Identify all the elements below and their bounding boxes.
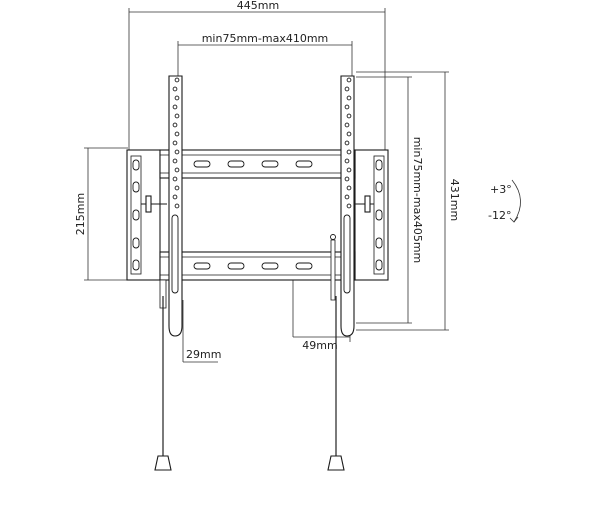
wall-plate xyxy=(126,149,389,281)
right-vertical-arm xyxy=(330,75,355,337)
tilt-arc-icon xyxy=(511,179,521,223)
left-safety-cord xyxy=(154,296,172,471)
overall-width-label: 445mm xyxy=(237,0,279,12)
left-pull-tab-icon xyxy=(154,455,172,471)
tilt-arrowhead-icon xyxy=(509,216,519,223)
plate-height-dimension: 215mm xyxy=(74,147,128,281)
arm-width-dimension: 29mm xyxy=(182,300,221,363)
vesa-vertical-dimension: min75mm-max405mm xyxy=(356,76,424,324)
vesa-horizontal-dimension: min75mm-max410mm xyxy=(177,32,353,78)
left-tilt-knob xyxy=(141,195,167,213)
overall-height-dimension: 431mm xyxy=(356,71,461,331)
overall-height-label: 431mm xyxy=(448,179,461,221)
vesa-horizontal-label: min75mm-max410mm xyxy=(202,32,329,45)
plate-height-label: 215mm xyxy=(74,193,87,235)
tilt-down-label: -12° xyxy=(488,209,511,222)
tilt-indicator: +3° -12° xyxy=(488,179,521,223)
tilt-up-label: +3° xyxy=(490,183,512,196)
top-rail xyxy=(159,149,356,179)
arm-width-label: 29mm xyxy=(186,348,221,361)
right-pull-tab-icon xyxy=(327,455,345,471)
wall-profile-label: 49mm xyxy=(302,339,337,352)
right-safety-cord xyxy=(327,296,345,471)
bottom-rail xyxy=(159,251,356,281)
overall-width-dimension: 445mm xyxy=(128,0,386,150)
left-vertical-arm xyxy=(159,75,183,337)
vesa-vertical-label: min75mm-max405mm xyxy=(411,137,424,264)
